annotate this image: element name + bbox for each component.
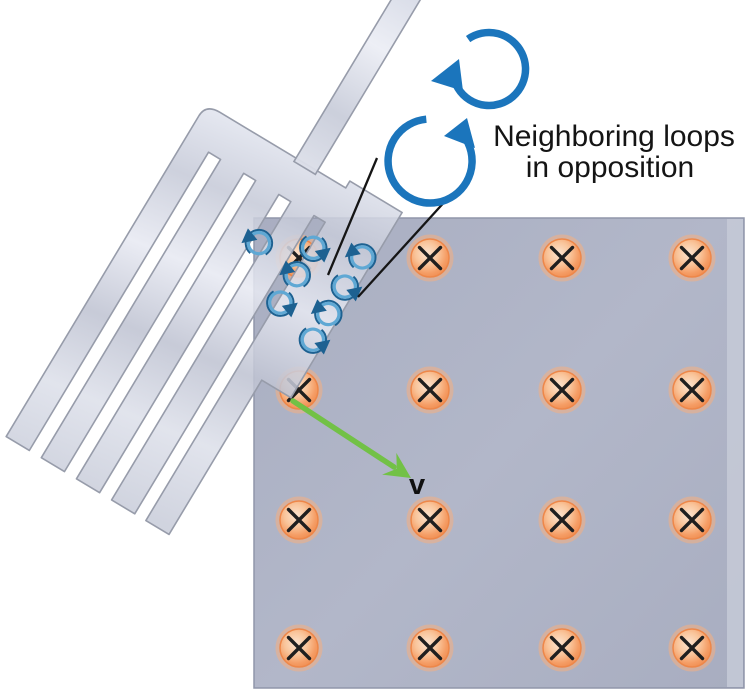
loop-arrowhead-icon — [310, 299, 327, 314]
flux-into-page-symbol — [668, 234, 716, 282]
legend-loop-top-arrowhead-icon — [431, 59, 463, 91]
annotation-line1: Neighboring loops — [493, 120, 735, 153]
flux-cross-stroke — [417, 377, 443, 403]
velocity-arrow — [290, 398, 411, 478]
legend-loop-top-icon — [449, 28, 530, 110]
flux-cross-stroke — [417, 245, 443, 271]
flux-cross-stroke — [549, 507, 575, 533]
flux-into-page-symbol — [275, 496, 323, 544]
loop-arrowhead-icon — [241, 228, 258, 244]
flux-into-page-symbol — [538, 624, 586, 672]
plate-sheet — [5, 108, 403, 536]
flux-symbol-halo — [538, 366, 586, 414]
flux-cross-stroke — [286, 635, 312, 661]
eddy-current-loop-icon — [241, 228, 274, 258]
loop-arrowhead-icon — [344, 242, 361, 258]
pointer-line-2 — [357, 197, 449, 298]
flux-into-page-symbol — [538, 366, 586, 414]
velocity-arrow-head — [382, 452, 411, 478]
magnetic-field-region — [253, 217, 745, 689]
flux-cross-stroke — [679, 507, 705, 533]
flux-cross-stroke — [679, 245, 705, 271]
flux-into-page-symbol — [406, 366, 454, 414]
flux-into-page-symbol — [406, 624, 454, 672]
legend-loop-bottom-arrowhead-icon — [444, 118, 475, 148]
flux-symbol-halo — [275, 496, 323, 544]
flux-cross-stroke — [679, 377, 705, 403]
loop-arrowhead-icon — [314, 339, 331, 355]
loop-arrowhead-icon — [346, 286, 363, 302]
flux-cross-stroke — [679, 635, 705, 661]
flux-symbol-halo — [406, 366, 454, 414]
flux-cross-stroke — [417, 507, 443, 533]
eddy-current-loops — [241, 228, 377, 355]
eddy-current-loop-icon — [298, 325, 331, 355]
flux-symbol-halo — [406, 624, 454, 672]
flux-symbol-halo — [668, 624, 716, 672]
flux-into-page-symbol — [406, 496, 454, 544]
flux-symbol-halo — [538, 496, 586, 544]
velocity-label: v — [409, 469, 425, 501]
pointer-line-1 — [326, 157, 379, 276]
slotted-metal-plate — [5, 0, 479, 536]
eddy-current-loop-icon — [266, 288, 298, 318]
flux-into-page-symbol — [538, 496, 586, 544]
eddy-current-loop-icon — [279, 260, 311, 290]
loop-arrowhead-icon — [279, 260, 296, 276]
flux-into-page-symbol — [668, 366, 716, 414]
eddy-current-loop-icon — [310, 299, 343, 329]
flux-cross-stroke — [549, 245, 575, 271]
annotation-line2: in opposition — [526, 151, 694, 184]
flux-cross-stroke — [549, 377, 575, 403]
flux-symbol-grid — [275, 234, 716, 672]
flux-cross-stroke — [286, 507, 312, 533]
flux-symbol-halo — [538, 234, 586, 282]
loop-arrowhead-icon — [281, 302, 298, 318]
eddy-current-loop-icon — [344, 242, 377, 272]
flux-into-page-symbol — [406, 234, 454, 282]
legend-loop-bottom-icon — [384, 115, 476, 207]
flux-into-page-symbol — [668, 624, 716, 672]
flux-into-page-symbol — [668, 496, 716, 544]
flux-symbol-halo — [668, 496, 716, 544]
flux-symbol-halo — [406, 496, 454, 544]
loop-direction-legend — [384, 28, 530, 207]
flux-into-page-symbol — [538, 234, 586, 282]
velocity-arrow-shaft — [290, 398, 397, 470]
flux-cross-stroke — [549, 635, 575, 661]
flux-symbol-halo — [406, 234, 454, 282]
flux-symbol-halo — [275, 624, 323, 672]
plate-handle — [292, 0, 479, 176]
flux-symbol-halo — [538, 624, 586, 672]
flux-symbol-halo — [668, 234, 716, 282]
flux-symbol-halo — [668, 366, 716, 414]
flux-cross-stroke — [417, 635, 443, 661]
flux-into-page-symbol — [275, 624, 323, 672]
field-right-edge-highlight — [727, 219, 743, 687]
loop-arrowhead-icon — [314, 247, 331, 263]
